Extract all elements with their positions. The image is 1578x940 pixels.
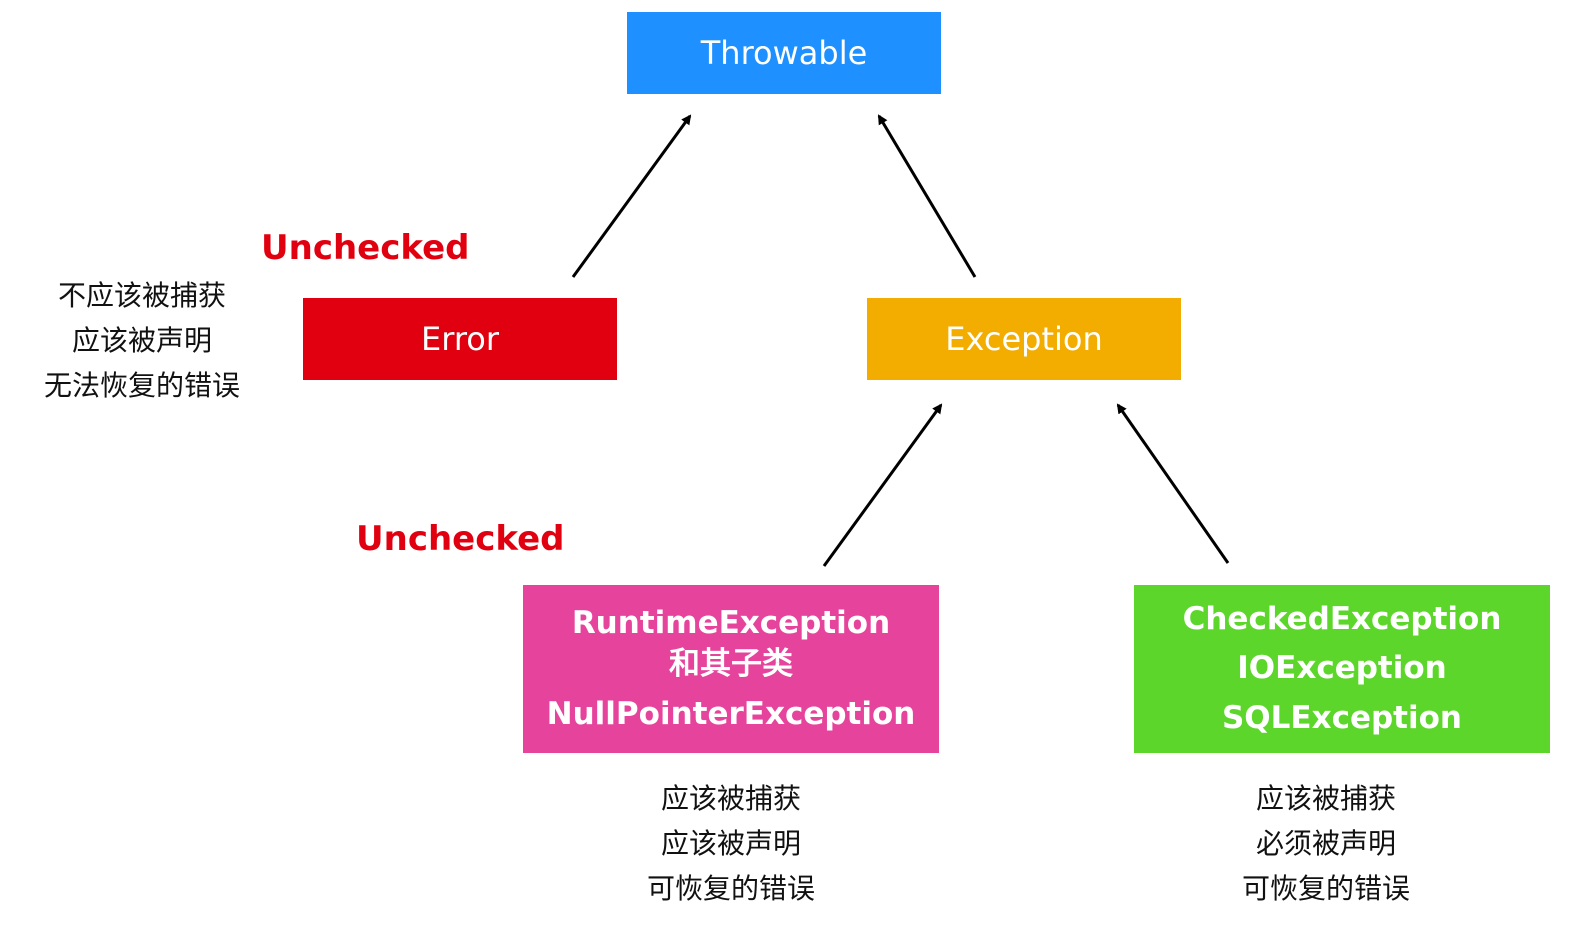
- checked-note-line: 可恢复的错误: [1241, 872, 1410, 905]
- arrow-runtime-to-exception: [822, 403, 943, 567]
- arrow-exception-to-throwable: [877, 114, 977, 278]
- runtime-unchecked-tag: Unchecked: [356, 519, 565, 559]
- runtime-notes: 应该被捕获 应该被声明 可恢复的错误: [611, 776, 851, 911]
- error-unchecked-tag: Unchecked: [261, 228, 470, 268]
- checked-exception-label: CheckedException: [1182, 601, 1502, 638]
- runtime-note-line: 应该被声明: [660, 827, 801, 860]
- error-note-line: 不应该被捕获: [57, 279, 226, 312]
- checked-note-line: 应该被捕获: [1255, 782, 1396, 815]
- error-node: Error: [303, 298, 617, 380]
- runtime-note-line: 可恢复的错误: [646, 872, 815, 905]
- runtime-note-line: 应该被捕获: [660, 782, 801, 815]
- runtime-subclasses-label: 和其子类: [669, 646, 793, 683]
- throwable-node: Throwable: [627, 12, 941, 94]
- runtime-exception-label: RuntimeException: [571, 605, 891, 642]
- checked-note-line: 必须被声明: [1255, 827, 1396, 860]
- exception-node: Exception: [867, 298, 1181, 380]
- error-note-line: 应该被声明: [71, 324, 212, 357]
- error-note-line: 无法恢复的错误: [43, 369, 240, 402]
- runtime-exception-node: RuntimeException 和其子类 NullPointerExcepti…: [523, 585, 939, 753]
- checked-exception-node: CheckedException IOException SQLExceptio…: [1134, 585, 1550, 753]
- arrow-error-to-throwable: [571, 114, 692, 278]
- exception-label: Exception: [945, 319, 1103, 358]
- arrow-checked-to-exception: [1116, 403, 1230, 564]
- io-exception-label: IOException: [1237, 650, 1447, 687]
- error-label: Error: [421, 319, 499, 358]
- null-pointer-exception-label: NullPointerException: [546, 695, 916, 732]
- sql-exception-label: SQLException: [1221, 699, 1462, 736]
- error-notes: 不应该被捕获 应该被声明 无法恢复的错误: [22, 273, 262, 408]
- throwable-label: Throwable: [700, 33, 868, 72]
- checked-notes: 应该被捕获 必须被声明 可恢复的错误: [1206, 776, 1446, 911]
